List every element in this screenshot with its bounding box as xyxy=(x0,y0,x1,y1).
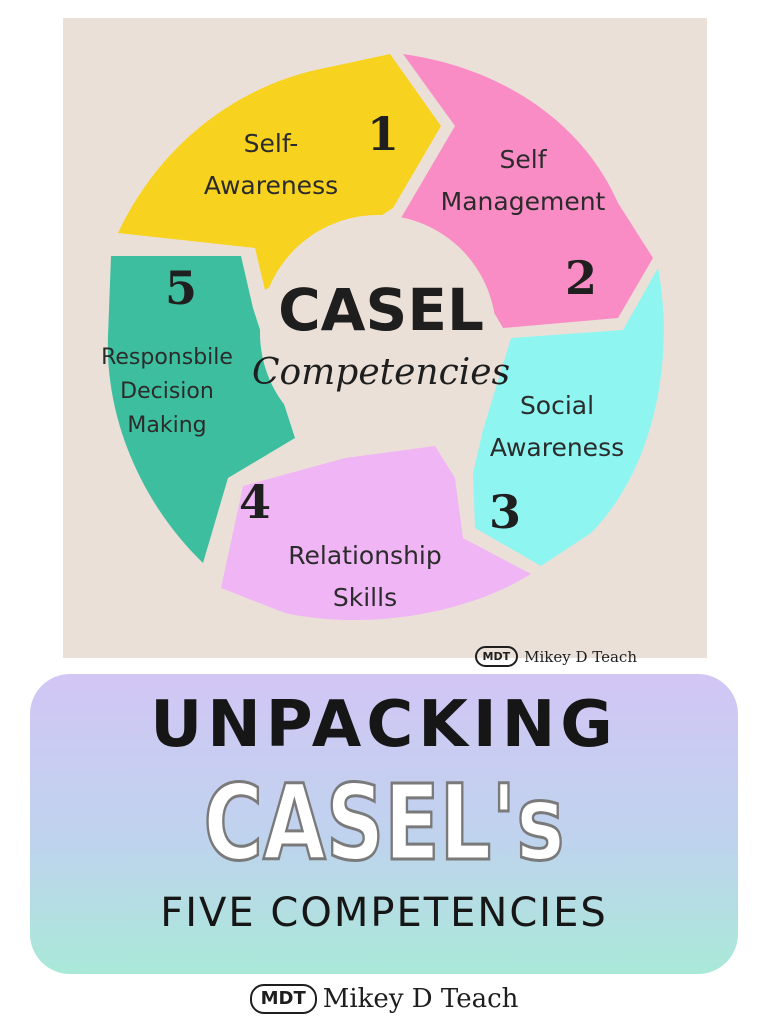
segment-2-number: 2 xyxy=(565,251,597,305)
banner-line-casels: CASEL's xyxy=(202,761,565,886)
segment-1-label-line1: Self- xyxy=(244,129,299,158)
segment-1-number: 1 xyxy=(367,107,399,161)
segment-5-label-line2: Decision xyxy=(120,379,214,404)
segment-4-number: 4 xyxy=(239,475,271,529)
banner-line-unpacking: UNPACKING xyxy=(150,688,618,762)
segment-5-number: 5 xyxy=(165,261,197,315)
diagram-panel: Self- Awareness 1 Self Management 2 Soci… xyxy=(63,18,707,667)
mdt-logo: MDT xyxy=(474,646,519,667)
brand-watermark: MDT Mikey D Teach xyxy=(474,646,637,667)
center-subtitle: Competencies xyxy=(252,352,510,393)
segment-responsible-decision-making xyxy=(107,256,295,563)
mdt-logo-footer: MDT xyxy=(249,984,317,1014)
segment-4-label-line2: Skills xyxy=(333,583,397,612)
brand-name-footer: Mikey D Teach xyxy=(322,984,519,1014)
segment-4-label-line1: Relationship xyxy=(288,541,441,570)
title-banner: UNPACKING CASEL's FIVE COMPETENCIES xyxy=(30,674,738,974)
segment-social-awareness xyxy=(473,268,664,566)
segment-3-number: 3 xyxy=(489,485,521,539)
segment-3-label-line2: Awareness xyxy=(490,433,624,462)
segment-2-label-line2: Management xyxy=(441,187,606,216)
casel-cycle-diagram: Self- Awareness 1 Self Management 2 Soci… xyxy=(101,54,664,621)
segment-2-label-line1: Self xyxy=(500,145,548,174)
segment-5-label-line1: Responsbile xyxy=(101,345,233,370)
brand-name: Mikey D Teach xyxy=(524,647,637,666)
segment-3-label-line1: Social xyxy=(520,391,594,420)
banner-line-five-competencies: FIVE COMPETENCIES xyxy=(160,890,608,936)
center-circle xyxy=(260,215,496,451)
segment-5-label-line3: Making xyxy=(127,413,206,438)
segment-relationship-skills xyxy=(221,446,531,621)
brand-footer: MDT Mikey D Teach xyxy=(0,984,768,1014)
segment-1-label-line2: Awareness xyxy=(204,171,338,200)
segment-self-awareness xyxy=(118,54,441,290)
center-title: CASEL xyxy=(278,276,484,344)
